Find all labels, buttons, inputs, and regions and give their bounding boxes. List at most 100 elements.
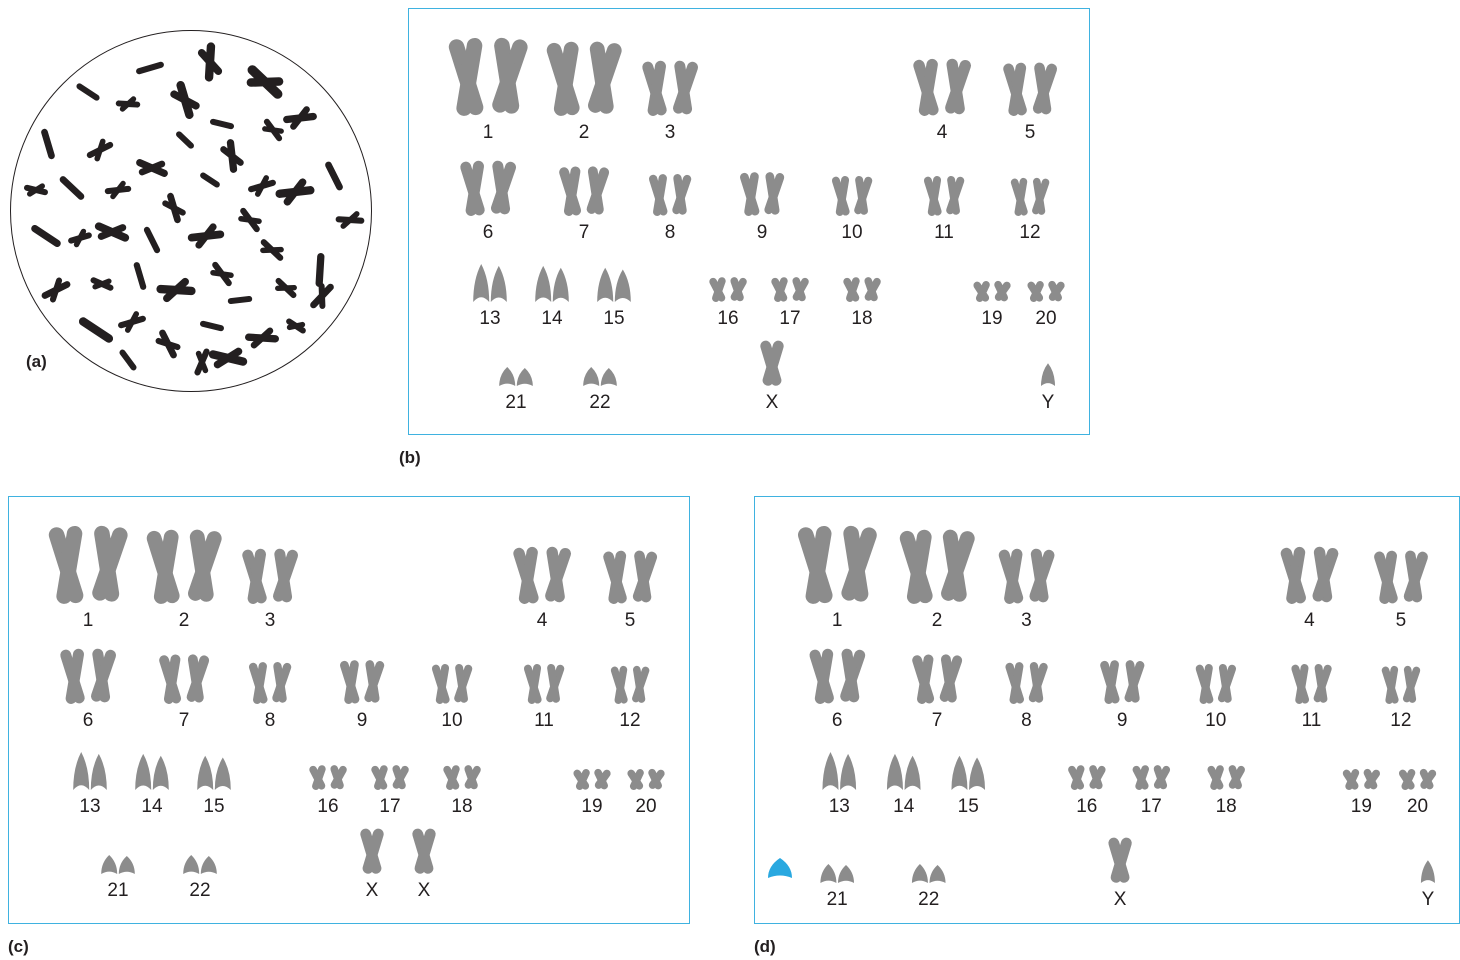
chromosome-label-11: 11 — [534, 710, 554, 732]
chromosome-pair-5 — [1009, 68, 1052, 111]
chromosome-pair-2 — [554, 49, 614, 109]
chromosome-label-2: 2 — [932, 610, 943, 632]
chromosome-pair-21 — [499, 367, 533, 386]
chromosome-label-8: 8 — [265, 710, 276, 732]
chromosome-label-22: 22 — [918, 889, 939, 911]
chromosome-pair-12 — [615, 670, 646, 701]
chromosome-pair-17 — [1136, 769, 1166, 786]
chromosome-label-Y: Y — [1422, 889, 1435, 911]
chromosome-label-Y: Y — [1042, 392, 1055, 414]
chromosome-pair-13 — [473, 264, 507, 302]
chromosome-pair-9 — [344, 665, 379, 700]
chromosome-label-20: 20 — [1035, 308, 1056, 330]
chromosome-pair-14 — [535, 266, 569, 302]
chromosome-label-9: 9 — [1117, 710, 1128, 732]
chromosome-pair-16 — [713, 281, 743, 298]
chromosome-pair-1 — [457, 46, 520, 109]
chromosome-pair-3 — [248, 554, 293, 598]
chromosome-pair-18 — [1211, 769, 1241, 786]
chromosome-label-13: 13 — [479, 308, 500, 330]
chromosome-pair-7 — [164, 659, 204, 699]
chromosome-pair-8 — [653, 178, 687, 212]
chromosome-label-5: 5 — [1025, 122, 1036, 144]
chromosome-pair-9 — [1105, 665, 1140, 700]
chromosome-pair-6 — [466, 166, 511, 210]
chromosome-pair-10 — [1200, 668, 1232, 700]
chromosome-pair-4 — [519, 552, 565, 598]
chromosome-label-1: 1 — [83, 610, 94, 632]
chromosome-pair-11 — [528, 668, 560, 700]
chromosome-pair-5 — [1379, 556, 1422, 599]
chromosome-label-22: 22 — [189, 880, 210, 902]
chromosome-pair-15 — [951, 756, 985, 790]
chromosome-label-8: 8 — [1021, 710, 1032, 732]
chromosome-pair-13 — [822, 752, 856, 790]
chromosome-label-3: 3 — [265, 610, 276, 632]
chromosome-label-20: 20 — [1407, 796, 1428, 818]
chromosome-pair-22 — [912, 864, 946, 883]
chromosome-label-10: 10 — [841, 222, 862, 244]
chromosome-pair-2 — [154, 537, 214, 597]
chromosome-label-5: 5 — [625, 610, 636, 632]
chromosome-pair-19 — [1347, 773, 1377, 787]
chromosome-label-16: 16 — [317, 796, 338, 818]
chromosome-label-2: 2 — [579, 122, 590, 144]
chromosome-pair-19 — [577, 773, 607, 787]
chromosome-pair-22 — [583, 367, 617, 386]
chromosome-label-6: 6 — [483, 222, 494, 244]
karyotype-c — [57, 534, 661, 874]
chromosome-label-15: 15 — [603, 308, 624, 330]
chromosome-label-11: 11 — [1302, 710, 1322, 732]
chromosome-pair-12 — [1386, 670, 1417, 701]
chromosome-pair-11 — [1295, 668, 1327, 700]
chromosome-pair-14 — [135, 754, 169, 790]
chromosome-pair-7 — [564, 171, 604, 211]
chromosome-pair-14 — [887, 754, 921, 790]
chromosome-label-19: 19 — [1351, 796, 1372, 818]
chromosome-label-4: 4 — [937, 122, 948, 144]
chromosome-label-17: 17 — [1141, 796, 1162, 818]
chromosome-Y — [1041, 363, 1055, 386]
chromosome-pair-16 — [1072, 769, 1102, 786]
chromosome-label-X: X — [418, 880, 431, 902]
chromosome-label-15: 15 — [203, 796, 224, 818]
chromosome-pair-10 — [436, 668, 468, 700]
chromosome-label-6: 6 — [83, 710, 94, 732]
chromosome-pair-4 — [919, 64, 965, 110]
chromosome-label-7: 7 — [179, 710, 190, 732]
chromosome-pair-18 — [847, 281, 877, 298]
chromosome-label-9: 9 — [357, 710, 368, 732]
chromosome-pair-13 — [73, 752, 107, 790]
chromosome-label-12: 12 — [1019, 222, 1040, 244]
chromosome-pair-1 — [806, 534, 869, 597]
chromosome-pair-19 — [977, 285, 1007, 299]
chromosome-label-1: 1 — [832, 610, 843, 632]
chromosome-label-7: 7 — [579, 222, 590, 244]
chromosome-label-4: 4 — [537, 610, 548, 632]
chromosome-label-15: 15 — [958, 796, 979, 818]
chromosome-label-22: 22 — [589, 392, 610, 414]
karyotype-b — [457, 46, 1061, 386]
chromosome-label-X: X — [1114, 889, 1127, 911]
chromosome-label-18: 18 — [451, 796, 472, 818]
chromosome-pair-17 — [775, 281, 805, 298]
chromosome-label-12: 12 — [619, 710, 640, 732]
chromosome-label-8: 8 — [665, 222, 676, 244]
chromosome-label-2: 2 — [179, 610, 190, 632]
chromosome-pair-22 — [183, 855, 217, 874]
chromosome-pair-3 — [1004, 554, 1049, 598]
chromosome-label-20: 20 — [635, 796, 656, 818]
chromosome-pair-6 — [66, 654, 111, 698]
chromosome-pair-11 — [928, 180, 960, 212]
chromosome-label-16: 16 — [1076, 796, 1097, 818]
chromosome-label-4: 4 — [1304, 610, 1315, 632]
chromosome-label-X: X — [366, 880, 379, 902]
chromosome-label-1: 1 — [483, 122, 494, 144]
chromosome-pair-20 — [1403, 773, 1433, 787]
chromosome-label-16: 16 — [717, 308, 738, 330]
chromosome-X — [1114, 843, 1127, 877]
chromosome-pair-1 — [57, 534, 120, 597]
chromosome-label-21: 21 — [505, 392, 526, 414]
chromosome-label-12: 12 — [1390, 710, 1411, 732]
chromosome-pair-9 — [744, 177, 779, 212]
